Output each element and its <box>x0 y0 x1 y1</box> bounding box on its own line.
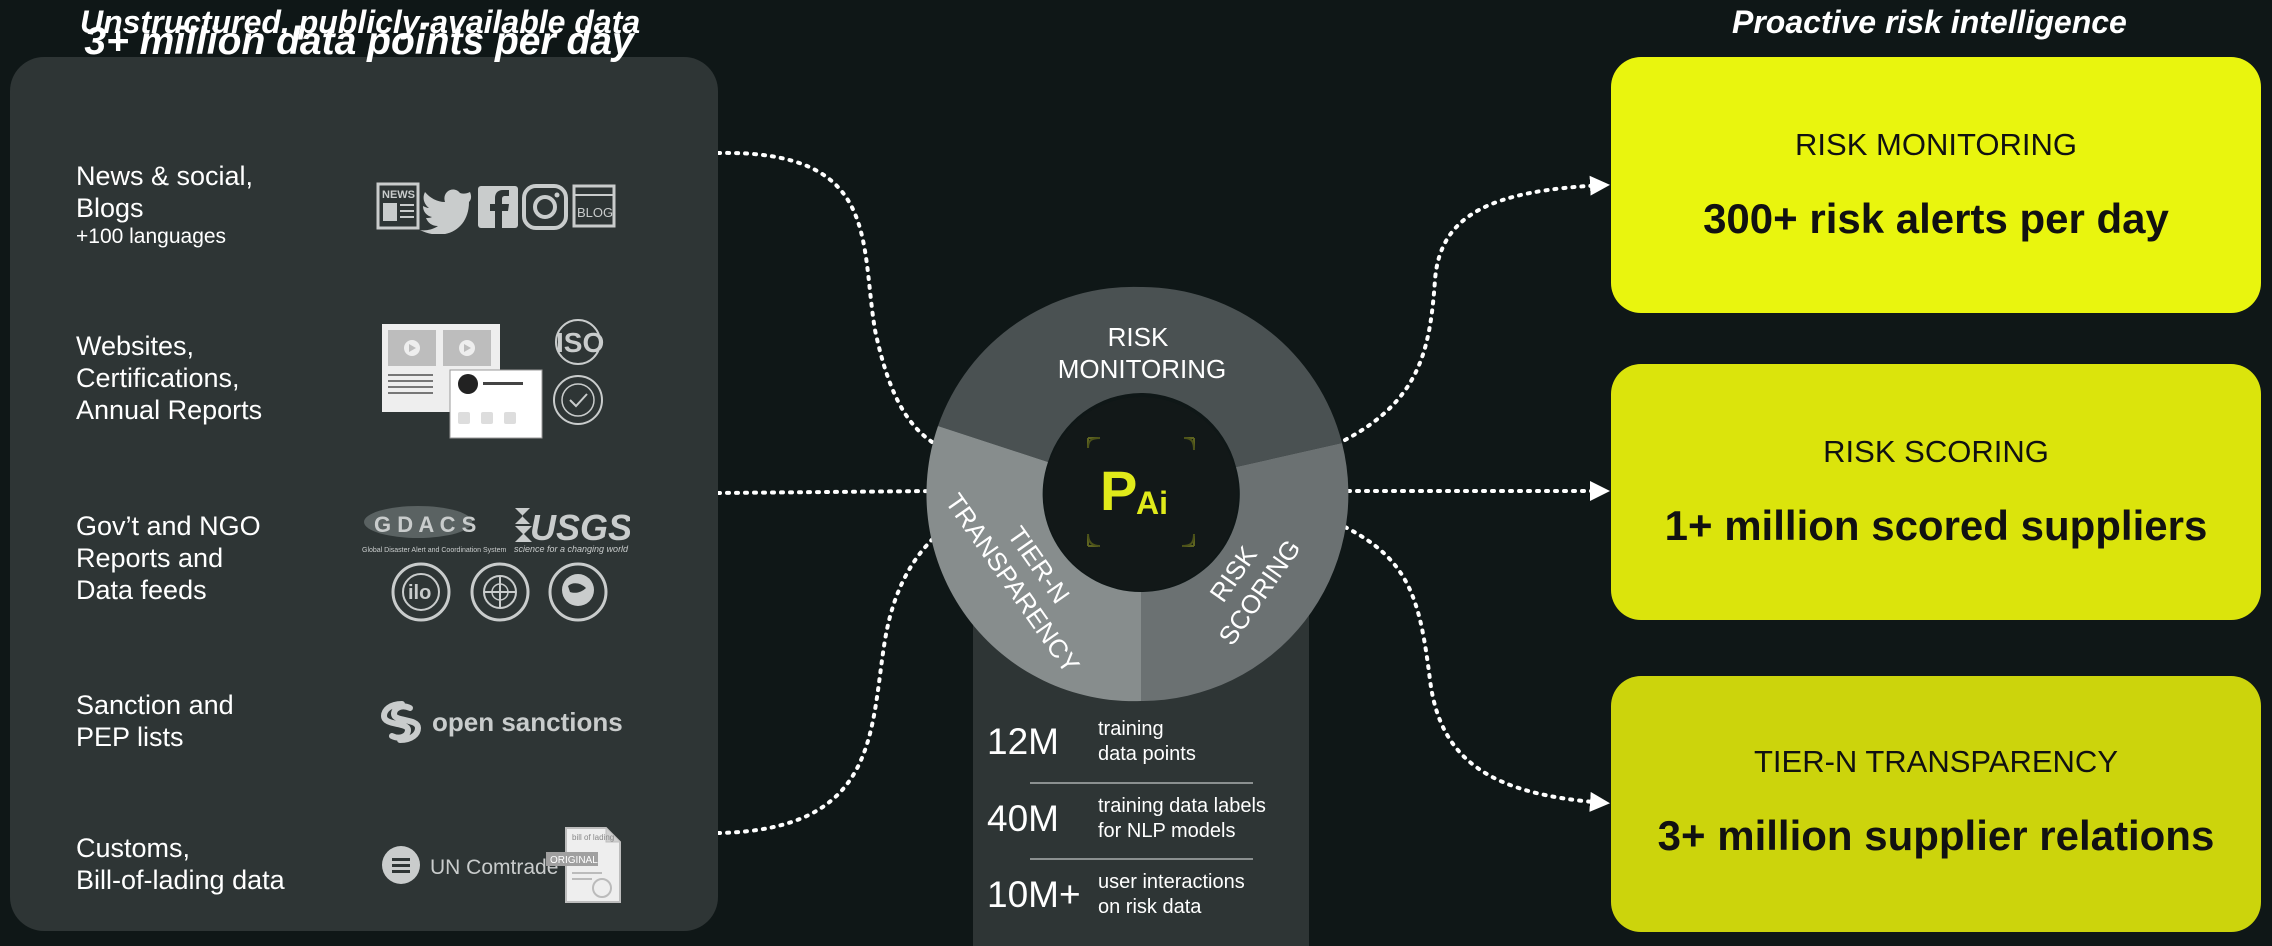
output-value: 1+ million scored suppliers <box>1664 502 2208 549</box>
facebook-icon <box>478 186 518 228</box>
pai-logo-ai: Ai <box>1136 485 1168 521</box>
stat-row: 12M training data points <box>987 707 1297 777</box>
certification-seal <box>553 375 603 425</box>
iso-logo: ISO <box>555 319 604 365</box>
segment-label-line: RISK <box>1108 322 1169 352</box>
stat-value: 10M+ <box>987 874 1081 915</box>
usgs-logo-subtext: science for a changing world <box>514 544 629 554</box>
gov-ngo-logos: G D A C S Global Disaster Alert and Coor… <box>362 506 630 622</box>
output-tiern-transparency: TIER-N TRANSPARENCY 3+ million supplier … <box>1611 676 2261 932</box>
stat-divider <box>1030 858 1253 860</box>
output-caption: RISK SCORING <box>1823 434 2049 469</box>
stat-value: 12M <box>987 721 1059 762</box>
news-icon: NEWS <box>376 182 420 230</box>
source-line: Data feeds <box>76 575 207 605</box>
stat-line: on risk data <box>1098 896 1202 918</box>
websites-logos: ISO <box>382 319 604 439</box>
source-line: PEP lists <box>76 722 184 752</box>
source-gov-ngo: Gov’t and NGO Reports and Data feeds <box>76 510 261 606</box>
pai-logo-p: P <box>1100 459 1137 522</box>
stat-line: training data labels <box>1098 795 1266 817</box>
open-sanctions-text: open sanctions <box>432 707 623 737</box>
output-caption: RISK MONITORING <box>1795 127 2077 162</box>
output-caption: TIER-N TRANSPARENCY <box>1753 744 2118 779</box>
stat-line: training <box>1098 718 1164 740</box>
source-line: Websites, <box>76 331 195 361</box>
pai-logo: P Ai <box>1087 437 1195 547</box>
stat-row: 40M training data labels for NLP models <box>987 784 1297 854</box>
output-risk-scoring: RISK SCORING 1+ million scored suppliers <box>1611 364 2261 620</box>
un-comtrade-text: UN Comtrade <box>430 856 558 879</box>
open-sanctions-logo: open sanctions <box>380 701 623 743</box>
stat-value: 40M <box>987 798 1059 839</box>
stat-line: for NLP models <box>1098 820 1236 842</box>
bill-of-lading-doc: bill of lading ORIGINAL <box>546 827 621 903</box>
source-line: Customs, <box>76 833 191 863</box>
source-line: Certifications, <box>76 363 240 393</box>
stat-line: data points <box>1098 743 1196 765</box>
source-news-social: News & social, Blogs +100 languages <box>76 160 253 250</box>
gdacs-logo-text: G D A C S <box>374 512 476 537</box>
bol-doc-text: bill of lading <box>572 833 614 842</box>
usgs-logo: USGS science for a changing world <box>514 507 630 554</box>
usgs-logo-text: USGS <box>530 507 630 548</box>
source-websites: Websites, Certifications, Annual Reports <box>76 330 262 426</box>
output-value: 3+ million supplier relations <box>1657 812 2215 859</box>
stat-divider <box>1030 782 1253 784</box>
stat-line: user interactions <box>1098 871 1245 893</box>
source-line: News & social, <box>76 161 254 191</box>
source-line: Annual Reports <box>76 395 263 425</box>
source-line: Blogs <box>76 193 144 223</box>
gdacs-logo: G D A C S Global Disaster Alert and Coor… <box>362 506 507 554</box>
gdacs-logo-subtext: Global Disaster Alert and Coordination S… <box>362 547 507 554</box>
website-thumbnail <box>382 324 543 439</box>
source-line: Reports and <box>76 543 224 573</box>
customs-logos: UN Comtrade bill of lading ORIGINAL <box>382 827 621 903</box>
right-section-heading: Proactive risk intelligence <box>1732 4 2127 40</box>
unep-logo <box>548 562 608 622</box>
iso-logo-text: ISO <box>556 327 604 358</box>
news-social-logos: NEWS BLOG <box>376 182 616 234</box>
left-section-heading: Unstructured, publicly-available data <box>80 4 641 40</box>
source-line: Sanction and <box>76 690 234 720</box>
source-customs: Customs, Bill-of-lading data <box>76 832 285 896</box>
twitter-icon <box>420 189 472 234</box>
blog-icon: BLOG <box>572 184 616 228</box>
segment-label-line: MONITORING <box>1058 354 1227 384</box>
source-subtext: +100 languages <box>76 225 227 248</box>
un-comtrade-logo: UN Comtrade <box>382 846 558 884</box>
output-risk-monitoring: RISK MONITORING 300+ risk alerts per day <box>1611 57 2261 313</box>
wheel-segment-monitoring <box>1141 286 1342 467</box>
stat-description: user interactions on risk data <box>1098 870 1298 920</box>
data-sources-title: 3+ million data points per day <box>84 20 634 63</box>
wheel-segment-scoring <box>1141 443 1349 702</box>
wheel-segment-tiern <box>926 426 1141 702</box>
stat-description: training data points <box>1098 717 1298 767</box>
ilo-logo-text: ilo <box>408 582 431 604</box>
source-sanctions: Sanction and PEP lists <box>76 689 234 753</box>
source-line: Bill-of-lading data <box>76 865 285 895</box>
blog-icon-text: BLOG <box>577 205 613 220</box>
stat-description: training data labels for NLP models <box>1098 794 1298 844</box>
un-logo <box>470 562 530 622</box>
ilo-logo: ilo <box>391 562 451 622</box>
output-value: 300+ risk alerts per day <box>1703 195 2169 242</box>
stat-row: 10M+ user interactions on risk data <box>987 860 1297 930</box>
bol-doc-tag: ORIGINAL <box>550 855 598 866</box>
instagram-icon <box>522 184 568 230</box>
source-line: Gov’t and NGO <box>76 511 261 541</box>
news-icon-text: NEWS <box>382 189 415 201</box>
data-sources-panel <box>10 57 718 931</box>
wheel-hub <box>1044 397 1238 591</box>
